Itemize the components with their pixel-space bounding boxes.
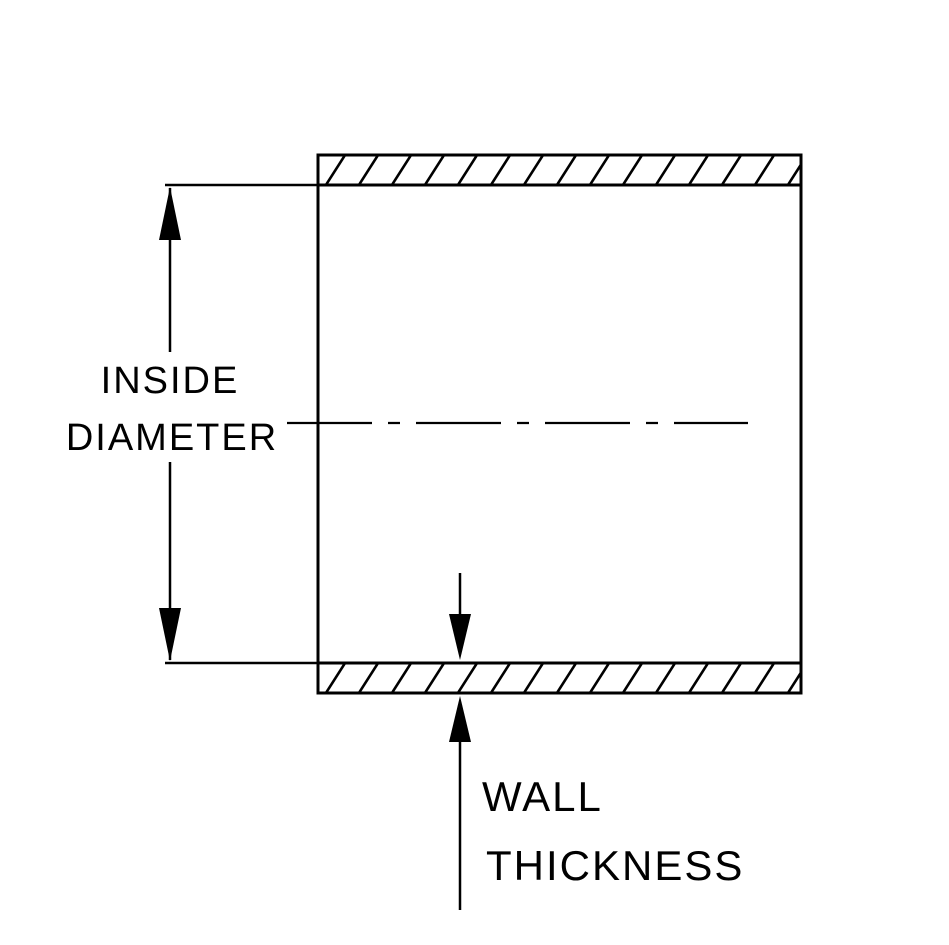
inside-diameter-arrow-up-icon (159, 187, 181, 240)
inside-diameter-arrow-down-icon (159, 608, 181, 661)
wall-thickness-label-line2: THICKNESS (482, 843, 749, 889)
wall-thickness-arrow-down-icon (449, 614, 471, 660)
inside-diameter-label-line1: INSIDE (96, 360, 244, 402)
tube-top-wall-hatch (318, 155, 801, 185)
tube-bottom-wall-hatch (318, 663, 801, 693)
inside-diameter-label-line2: DIAMETER (61, 417, 283, 459)
wall-thickness-arrow-up-icon (449, 696, 471, 742)
wall-thickness-label-line1: WALL (478, 774, 607, 820)
